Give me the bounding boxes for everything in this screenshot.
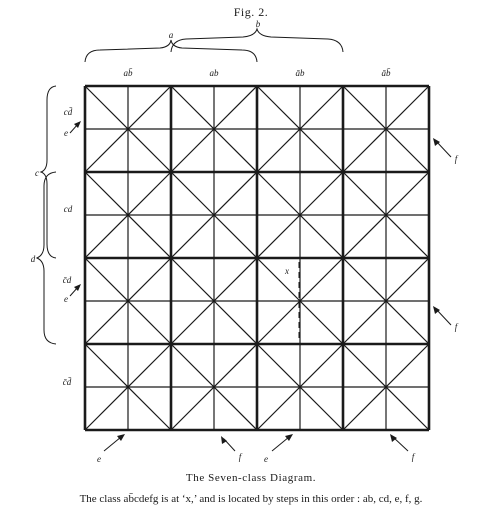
brace-label-b: b [256, 19, 261, 29]
arrow-e-bottom-left [103, 434, 125, 452]
arrow-label-e-row3: e [64, 294, 68, 304]
location-mark-x: x [284, 266, 289, 276]
figure-caption: The Seven-class Diagram. [186, 472, 316, 484]
brace-label-d: d [31, 254, 36, 264]
figure-explanation: The class ab̄cdefg is at ‘x,’ and is loc… [80, 493, 423, 505]
figure-title: Fig. 2. [234, 5, 269, 19]
brace-label-a: a [169, 30, 174, 40]
arrow-label-f-right-lower: f [455, 322, 459, 332]
brace-a [84, 39, 258, 63]
arrow-label-f-right-upper: f [455, 154, 459, 164]
arrow-f-bottom-right [390, 434, 409, 452]
column-label-2: ab [210, 68, 220, 78]
column-label-4: āb̄ [382, 68, 392, 78]
brace-c [39, 85, 57, 259]
arrow-e-row1 [69, 121, 81, 134]
column-label-3: āb [296, 68, 306, 78]
row-label-4: c̄d̄ [63, 377, 72, 387]
arrow-label-e-bottom-mid: e [264, 454, 268, 464]
arrow-e-row3 [69, 284, 81, 297]
brace-d [35, 171, 57, 345]
brace-b [170, 27, 344, 53]
row-label-2: cd [64, 204, 73, 214]
arrow-e-bottom-mid [271, 434, 293, 452]
arrow-label-e-bottom-left: e [97, 454, 101, 464]
arrow-f-bottom-mid [221, 436, 236, 452]
arrow-label-f-bottom-right: f [412, 452, 416, 462]
class-grid [83, 84, 431, 432]
arrow-label-e-row1: e [64, 128, 68, 138]
row-label-3: c̄d [63, 275, 72, 285]
arrow-label-f-bottom-mid: f [239, 452, 243, 462]
brace-label-c: c [35, 168, 39, 178]
arrow-f-right-lower [433, 306, 452, 326]
column-label-1: ab̄ [124, 68, 134, 78]
row-label-1: cd̄ [64, 107, 73, 117]
arrow-f-right-upper [433, 138, 452, 158]
